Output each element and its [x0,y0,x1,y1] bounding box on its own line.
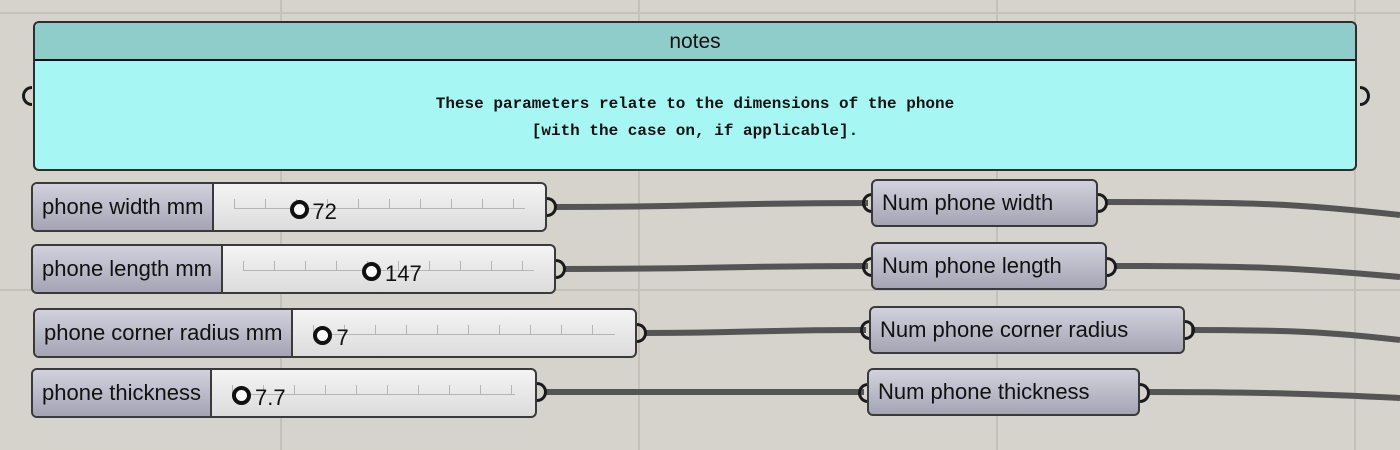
slider-track[interactable]: 147 [223,246,554,292]
slider-value: 147 [385,261,422,286]
number-input-port[interactable] [858,383,868,403]
slider-phone-thickness[interactable]: phone thickness 7.7 [31,368,537,418]
number-phone-corner-radius[interactable]: Num phone corner radius [869,306,1185,354]
wire-length [562,263,869,272]
slider-output-port[interactable] [556,259,566,279]
number-input-port[interactable] [862,257,872,277]
number-output-port[interactable] [1107,257,1117,277]
slider-value: 7.7 [255,385,286,410]
slider-track[interactable]: 72 [214,184,545,230]
slider-track[interactable]: 7.7 [212,370,535,416]
slider-label: phone corner radius mm [35,310,294,356]
slider-label: phone width mm [33,184,215,230]
notes-input-port[interactable] [22,86,32,106]
wire-corner-radius [643,327,867,336]
slider-label: phone length mm [33,246,223,292]
number-output-port[interactable] [1098,193,1108,213]
number-input-port[interactable] [860,320,870,340]
number-input-port[interactable] [862,193,872,213]
number-output-port[interactable] [1140,383,1150,403]
slider-label: phone thickness [33,370,212,416]
slider-phone-corner-radius[interactable]: phone corner radius mm 7 [33,308,637,358]
number-output-port[interactable] [1185,320,1195,340]
notes-line-1: These parameters relate to the dimension… [435,95,955,113]
notes-line-2: [with the case on, if applicable]. [531,122,859,140]
wire-thickness-out [1147,389,1400,401]
slider-track[interactable]: 7 [293,310,635,356]
slider-value: 72 [312,199,337,224]
wire-length-out [1113,263,1400,280]
slider-ticks [234,194,525,209]
slider-knob[interactable] [290,200,310,219]
slider-knob[interactable] [362,262,381,281]
wire-width-out [1104,199,1400,218]
slider-phone-length[interactable]: phone length mm 147 [31,244,556,294]
wire-width [554,200,869,210]
slider-knob[interactable] [313,326,333,345]
slider-ticks [232,380,515,395]
notes-panel-text: These parameters relate to the dimension… [35,61,1355,145]
number-phone-length[interactable]: Num phone length [871,242,1107,290]
notes-output-port[interactable] [1360,86,1370,106]
number-phone-width[interactable]: Num phone width [871,179,1098,227]
wire-corner-radius-out [1190,327,1400,343]
notes-panel[interactable]: notes These parameters relate to the dim… [33,21,1357,171]
slider-output-port[interactable] [637,323,647,343]
slider-output-port[interactable] [547,197,557,217]
slider-knob[interactable] [232,386,251,405]
slider-ticks [313,320,615,335]
notes-panel-title: notes [35,23,1355,61]
number-phone-thickness[interactable]: Num phone thickness [867,368,1140,416]
slider-phone-width[interactable]: phone width mm 72 [31,182,547,232]
slider-value: 7 [336,325,349,350]
slider-output-port[interactable] [537,382,547,402]
slider-ticks [243,256,534,271]
